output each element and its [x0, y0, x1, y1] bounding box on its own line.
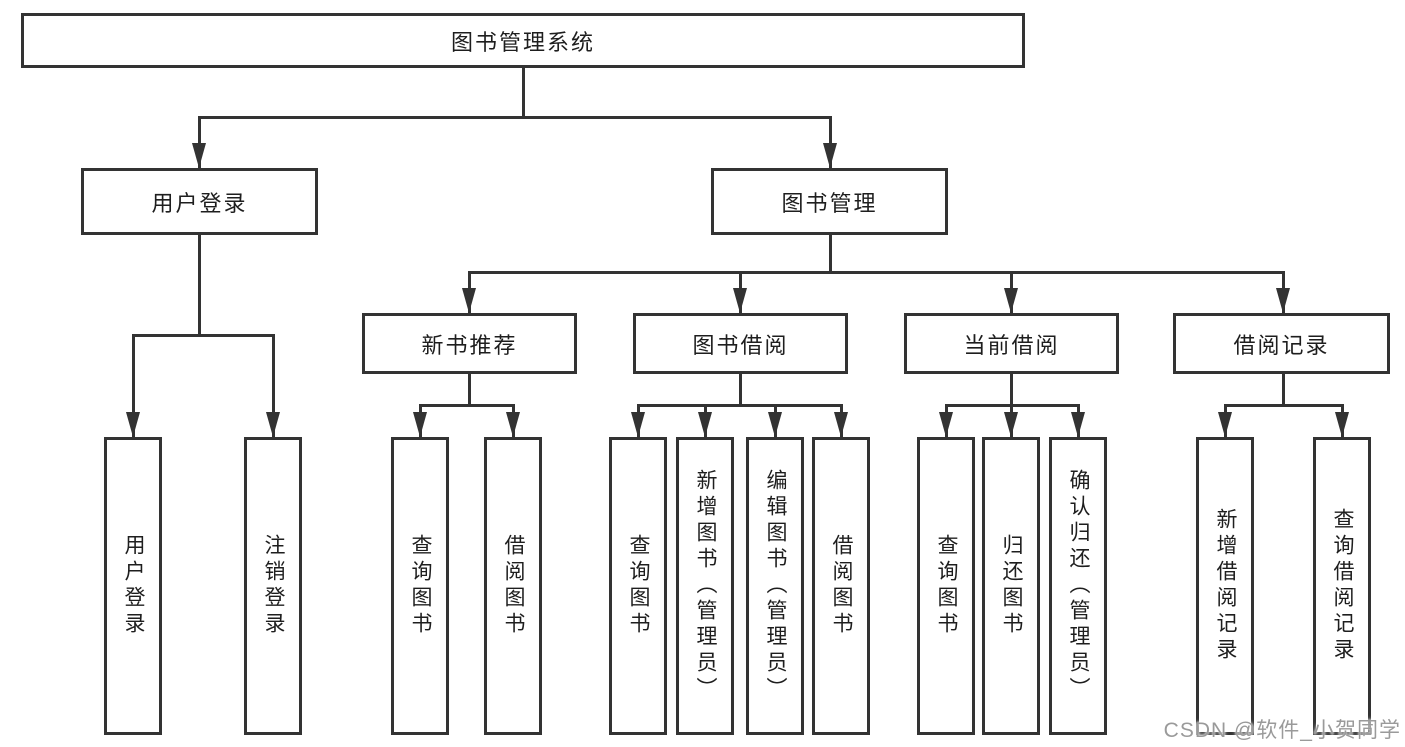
csdn-watermark: CSDN @软件_小贺同学 — [1163, 719, 1401, 742]
leaf-label: 确认归还（管理员） — [1067, 469, 1090, 703]
arrow-down-head — [823, 143, 837, 168]
node-leaf-borrow-books-1: 借阅图书 — [484, 437, 542, 735]
leaf-label: 借阅图书 — [830, 534, 853, 638]
arrow-down-head — [266, 412, 280, 437]
arrow-down-head — [939, 412, 953, 437]
node-leaf-edit-books-admin: 编辑图书（管理员） — [746, 437, 804, 735]
node-book-borrowing: 图书借阅 — [633, 313, 848, 374]
arrow-down-head — [733, 288, 747, 313]
connector-line — [1009, 374, 1013, 406]
arrow-down-head — [413, 412, 427, 437]
connector-line — [828, 235, 832, 274]
connector-line — [131, 335, 135, 437]
node-leaf-return-books: 归还图书 — [982, 437, 1040, 735]
connector-line — [1281, 374, 1285, 406]
leaf-label: 新增借阅记录 — [1214, 508, 1237, 664]
leaf-label: 编辑图书（管理员） — [764, 469, 787, 703]
arrow-down-head — [631, 412, 645, 437]
leaf-label: 查询借阅记录 — [1331, 508, 1354, 664]
leaf-label: 新增图书（管理员） — [694, 469, 717, 703]
arrow-down-head — [1218, 412, 1232, 437]
node-leaf-logout: 注销登录 — [244, 437, 302, 735]
connector-line — [828, 117, 832, 168]
node-borrowing-records: 借阅记录 — [1173, 313, 1390, 374]
leaf-label: 借阅图书 — [502, 534, 525, 638]
arrow-down-head — [1004, 412, 1018, 437]
node-library-management-system: 图书管理系统 — [21, 13, 1025, 68]
connector-line — [418, 403, 515, 407]
node-current-borrowing: 当前借阅 — [904, 313, 1119, 374]
node-leaf-add-borrow-record: 新增借阅记录 — [1196, 437, 1254, 735]
leaf-label: 注销登录 — [262, 534, 285, 638]
node-leaf-user-login: 用户登录 — [104, 437, 162, 735]
connector-line — [197, 235, 201, 336]
node-user-login: 用户登录 — [81, 168, 318, 235]
arrow-down-head — [192, 143, 206, 168]
arrow-down-head — [834, 412, 848, 437]
arrow-down-head — [1276, 288, 1290, 313]
node-book-management: 图书管理 — [711, 168, 948, 235]
leaf-label: 查询图书 — [935, 534, 958, 638]
connector-line — [521, 68, 525, 117]
arrow-down-head — [126, 412, 140, 437]
arrow-down-head — [1071, 412, 1085, 437]
connector-line — [467, 270, 1285, 274]
connector-line — [636, 403, 843, 407]
connector-line — [197, 117, 201, 168]
leaf-label: 查询图书 — [627, 534, 650, 638]
node-leaf-add-books-admin: 新增图书（管理员） — [676, 437, 734, 735]
node-leaf-query-books-3: 查询图书 — [917, 437, 975, 735]
connector-line — [197, 115, 832, 119]
connector-line — [467, 374, 471, 406]
arrow-down-head — [698, 412, 712, 437]
leaf-label: 用户登录 — [122, 534, 145, 638]
node-leaf-confirm-return-admin: 确认归还（管理员） — [1049, 437, 1107, 735]
connector-line — [131, 333, 275, 337]
connector-line — [738, 374, 742, 406]
node-leaf-query-books-2: 查询图书 — [609, 437, 667, 735]
leaf-label: 查询图书 — [409, 534, 432, 638]
arrow-down-head — [462, 288, 476, 313]
arrow-down-head — [1335, 412, 1349, 437]
node-leaf-query-borrow-record: 查询借阅记录 — [1313, 437, 1371, 735]
leaf-label: 归还图书 — [1000, 534, 1023, 638]
node-leaf-borrow-books-2: 借阅图书 — [812, 437, 870, 735]
node-leaf-query-books-1: 查询图书 — [391, 437, 449, 735]
connector-line — [1223, 403, 1344, 407]
arrow-down-head — [1004, 288, 1018, 313]
arrow-down-head — [506, 412, 520, 437]
connector-line — [271, 335, 275, 437]
node-new-book-recommendation: 新书推荐 — [362, 313, 577, 374]
arrow-down-head — [768, 412, 782, 437]
